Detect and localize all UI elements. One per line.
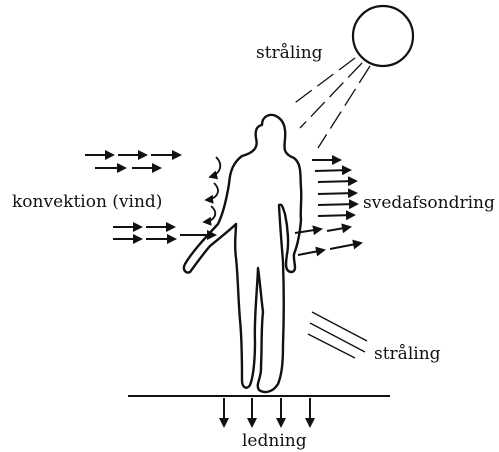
label-radiation-sun: stråling xyxy=(256,43,323,63)
sun-icon xyxy=(353,6,413,66)
label-conduction: ledning xyxy=(242,431,307,451)
label-convection: konvektion (vind) xyxy=(12,192,162,212)
convection-curl-arrows xyxy=(204,157,220,222)
label-radiation-body: stråling xyxy=(374,344,441,364)
label-sweating: svedafsondring xyxy=(363,193,495,213)
sweating-arrows xyxy=(295,160,361,255)
conduction-arrows xyxy=(224,398,310,426)
human-figure-icon xyxy=(184,115,301,392)
body-radiation-lines xyxy=(308,312,367,358)
sun-radiation-rays xyxy=(292,58,370,148)
